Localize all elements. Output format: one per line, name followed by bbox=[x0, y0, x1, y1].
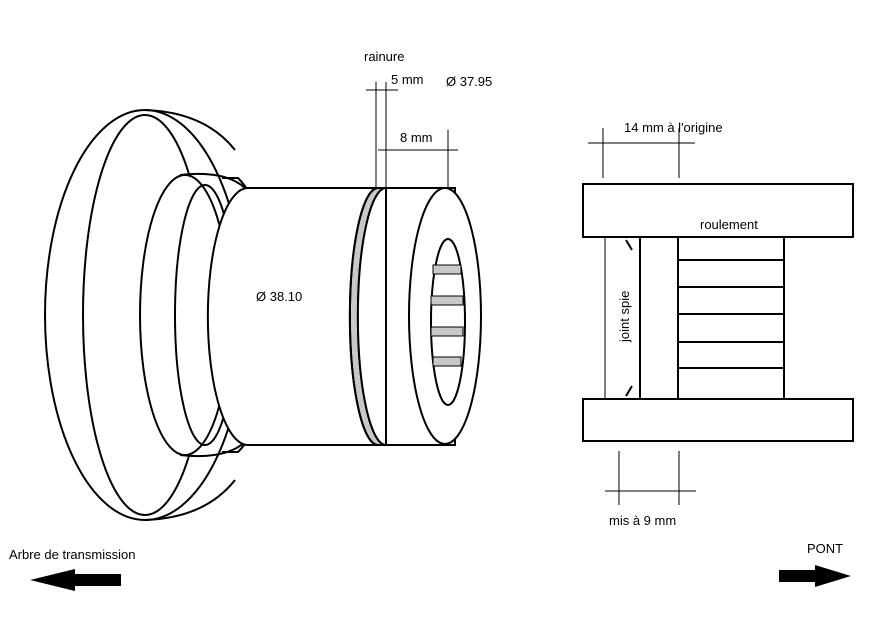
arrow-left-icon bbox=[30, 569, 121, 591]
arrow-right-icon bbox=[779, 565, 851, 587]
fillet-bottom bbox=[179, 441, 246, 458]
spline-bore bbox=[430, 238, 466, 406]
shaft-drawing bbox=[44, 82, 482, 521]
spline-tooth-3 bbox=[430, 326, 464, 337]
label-joint-spie: joint spie bbox=[617, 291, 632, 343]
label-rainure: rainure bbox=[364, 49, 404, 64]
bearing-section bbox=[582, 128, 854, 505]
spline-tooth-2 bbox=[430, 295, 464, 306]
lower-housing bbox=[582, 398, 854, 442]
label-mis-9mm: mis à 9 mm bbox=[609, 513, 676, 528]
shaft-body bbox=[206, 187, 381, 446]
seal-lip-top bbox=[625, 239, 633, 251]
label-roulement: roulement bbox=[700, 217, 758, 232]
label-8mm: 8 mm bbox=[400, 130, 433, 145]
label-5mm: 5 mm bbox=[391, 72, 424, 87]
spline-tooth-4 bbox=[432, 356, 462, 367]
seal-lip-bottom bbox=[625, 385, 633, 397]
label-diameter-38-10: Ø 38.10 bbox=[256, 289, 302, 304]
flange-top-edge bbox=[144, 109, 236, 151]
upper-housing bbox=[582, 183, 854, 238]
groove-left-edge bbox=[348, 187, 379, 446]
spline-tooth-1 bbox=[432, 264, 462, 275]
bearing-rollers bbox=[678, 259, 784, 369]
label-14mm-origine: 14 mm à l'origine bbox=[624, 120, 723, 135]
fillet-top bbox=[179, 172, 246, 189]
label-pont: PONT bbox=[807, 541, 843, 556]
label-diameter-37-95: Ø 37.95 bbox=[446, 74, 492, 89]
spline-teeth bbox=[430, 264, 464, 367]
label-arbre-transmission: Arbre de transmission bbox=[9, 547, 135, 562]
flange-bottom-edge bbox=[144, 479, 236, 521]
